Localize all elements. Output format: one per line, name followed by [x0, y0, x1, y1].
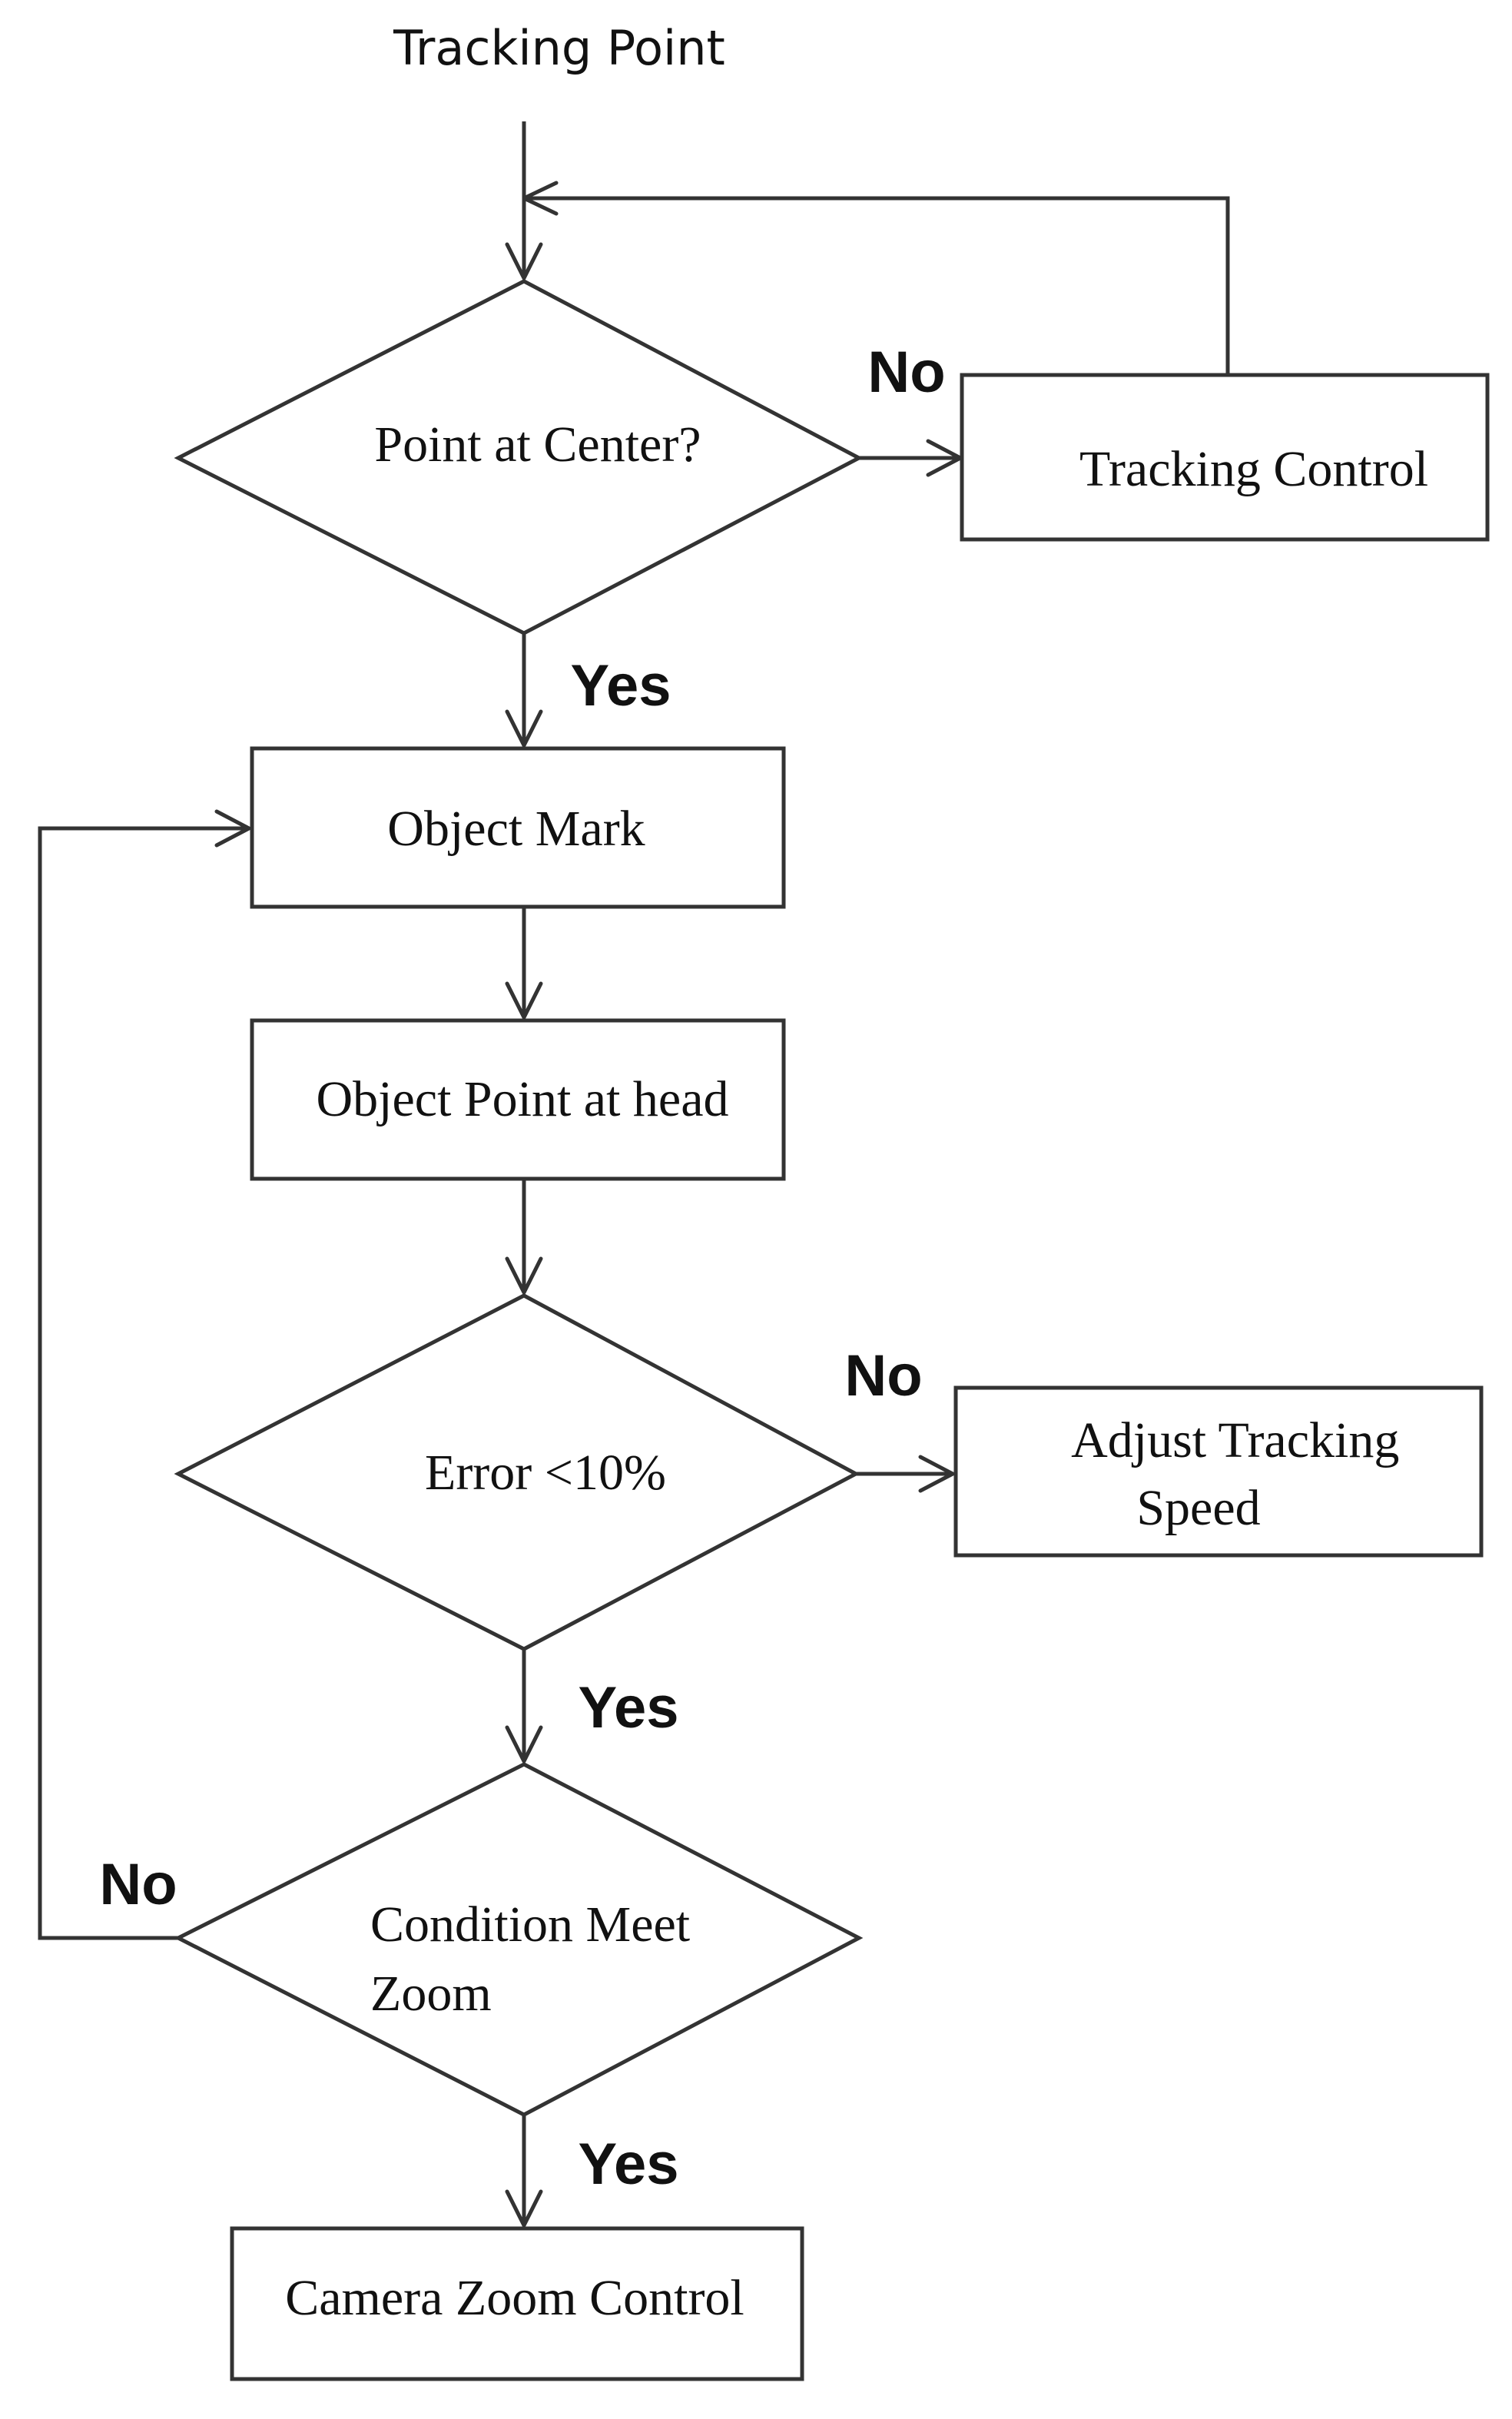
edge-condition-no: [38, 826, 249, 1940]
edge-label-center-no: No: [867, 340, 945, 405]
process-camera-zoom-label: Camera Zoom Control: [285, 2270, 744, 2326]
arrowhead-condition-no: [214, 809, 251, 848]
arrowhead-point-to-error: [505, 1256, 543, 1295]
process-camera-zoom: [230, 2226, 804, 2381]
process-adjust-speed-line-2: Speed: [1136, 1480, 1260, 1536]
process-tracking-control-label: Tracking Control: [1079, 441, 1428, 497]
process-object-mark: [250, 746, 786, 909]
decision-condition-line-1: Condition Meet: [370, 1896, 690, 1953]
arrowhead-start: [505, 242, 543, 280]
process-adjust-speed: [953, 1385, 1484, 1558]
edge-label-error-yes: Yes: [578, 1675, 678, 1740]
decision-condition-label: Condition Meet Zoom: [370, 1896, 703, 2022]
arrowhead-error-yes: [505, 1725, 543, 1764]
process-object-mark-label: Object Mark: [387, 801, 645, 857]
edge-label-condition-no: No: [99, 1852, 177, 1917]
decision-point-at-center-label: Point at Center?: [374, 416, 701, 473]
decision-condition-line-2: Zoom: [370, 1966, 492, 2022]
arrowhead-loop: [522, 181, 559, 216]
arrowhead-center-yes: [505, 709, 543, 748]
arrowhead-mark-to-point: [505, 981, 543, 1020]
process-adjust-speed-label: Adjust Tracking Speed: [1071, 1412, 1412, 1536]
process-object-point-label: Object Point at head: [316, 1071, 728, 1127]
edge-label-center-yes: Yes: [570, 653, 671, 718]
process-tracking-control: [960, 373, 1490, 542]
start-label: Tracking Point: [393, 20, 725, 76]
process-object-point: [250, 1018, 786, 1181]
decision-error-label: Error <10%: [425, 1445, 666, 1501]
arrowhead-error-no: [918, 1455, 955, 1493]
process-adjust-speed-line-1: Adjust Tracking: [1071, 1412, 1399, 1468]
edge-label-error-no: No: [844, 1343, 922, 1409]
edge-label-condition-yes: Yes: [578, 2132, 678, 2197]
edge-tracking-control-loop: [524, 196, 1230, 375]
arrowhead-condition-yes: [505, 2189, 543, 2228]
